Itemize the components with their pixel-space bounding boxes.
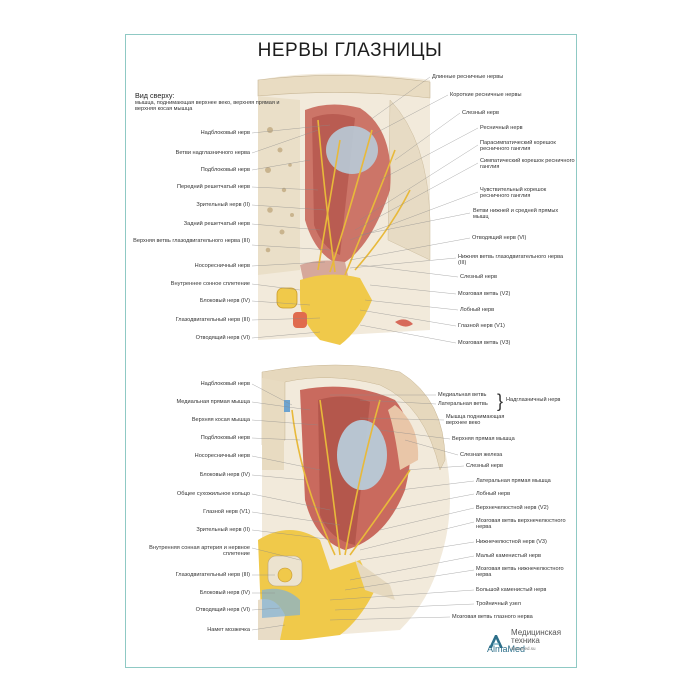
top-label-nasociliary-nerve: Носоресничный нерв xyxy=(194,263,250,269)
top-label-optic-nerve: Зрительный нерв (II) xyxy=(196,202,250,208)
bottom-label-internal-carotid-artery: Внутренняя сонная артерия и нервное спле… xyxy=(149,545,250,558)
top-label-oculomotor-inferior-branch: Нижняя ветвь глазодвигательного нерва (I… xyxy=(458,254,564,267)
bottom-label-oculomotor-nerve: Глазодвигательный нерв (III) xyxy=(175,572,250,578)
bottom-label-maxillary-meningeal-branch: Мозговая ветвь верхнечелюстного нерва xyxy=(476,518,566,531)
top-label-short-ciliary-nerves: Короткие ресничные нервы xyxy=(450,92,522,98)
top-label-ophthalmic-nerve: Глазной нерв (V1) xyxy=(458,323,505,329)
top-label-ciliary-nerve: Ресничный нерв xyxy=(480,125,523,131)
bottom-label-lacrimal-gland: Слезная железа xyxy=(460,452,503,458)
bottom-label-maxillary-nerve: Верхнечелюстной нерв (V2) xyxy=(476,505,549,511)
top-label-oculomotor-superior-branch: Верхняя ветвь глазодвигательного нерва (… xyxy=(133,238,250,244)
top-view-subheading: мышца, поднимающая верхнее веко, верхняя… xyxy=(135,100,280,113)
top-label-anterior-ethmoidal-nerve: Передний решетчатый нерв xyxy=(176,184,250,190)
top-label-parasympathetic-root: Парасимпатический корешок ресничного ган… xyxy=(480,140,556,153)
bottom-label-trochlear-nerve: Блоковый нерв (IV) xyxy=(199,472,250,478)
top-label-abducens-nerve-right: Отводящий нерв (VI) xyxy=(472,235,527,241)
bottom-label-abducens-nerve: Отводящий нерв (VI) xyxy=(195,607,250,613)
top-label-abducens-nerve: Отводящий нерв (VI) xyxy=(195,335,250,341)
top-label-supraorbital-branches: Ветви надглазничного нерва xyxy=(175,150,250,156)
bottom-label-ophthalmic-meningeal-branch: Мозговая ветвь глазного нерва xyxy=(452,614,533,620)
top-label-long-ciliary-nerves: Длинные ресничные нервы xyxy=(432,74,504,80)
bottom-label-levator-palpebrae: Мышца поднимающая верхнее веко xyxy=(446,414,505,427)
top-label-inferior-medial-rectus-branches: Ветви нижней и средней прямых мышц xyxy=(473,208,559,221)
bottom-label-trigeminal-ganglion: Тройничный узел xyxy=(476,601,521,607)
bottom-label-superior-rectus: Верхняя прямая мышца xyxy=(452,436,515,442)
bottom-label-medial-rectus: Медиальная прямая мышца xyxy=(176,399,251,405)
top-label-posterior-ethmoidal-nerve: Задний решетчатый нерв xyxy=(183,221,250,227)
top-orbit-illustration xyxy=(251,73,479,345)
top-view-heading: Вид сверху: xyxy=(135,91,175,100)
bottom-label-lateral-rectus: Латеральная прямая мышца xyxy=(476,478,551,484)
bottom-label-supraorbital-nerve: Надглазничный нерв xyxy=(506,397,561,403)
top-label-infratrochlear-nerve: Подблоковый нерв xyxy=(200,167,250,173)
bottom-label-supratrochlear-nerve: Надблоковый нерв xyxy=(200,381,250,387)
bottom-label-medial-branch: Медиальная ветвь xyxy=(438,392,487,398)
almamed-logo-icon xyxy=(489,635,503,648)
top-label-meningeal-branch-v3: Мозговая ветвь (V3) xyxy=(458,340,511,346)
bottom-label-lacrimal-nerve: Слезный нерв xyxy=(466,463,503,469)
logo-line-2: техника xyxy=(511,636,540,645)
bottom-label-optic-nerve: Зрительный нерв (II) xyxy=(196,527,250,533)
bottom-label-greater-petrosal-nerve: Большой каменистый нерв xyxy=(476,587,547,593)
bottom-label-common-tendinous-ring: Общее сухожильное кольцо xyxy=(176,491,250,497)
top-label-lacrimal-nerve-1: Слезный нерв xyxy=(462,110,499,116)
top-label-supratrochlear-nerve: Надблоковый нерв xyxy=(200,130,250,136)
logo-url: almamed.su xyxy=(511,646,536,651)
supraorbital-brace: } xyxy=(497,391,504,411)
bottom-label-trochlear-nerve-2: Блоковый нерв (IV) xyxy=(199,590,250,596)
top-label-meningeal-branch-v2: Мозговая ветвь (V2) xyxy=(458,291,511,297)
page-title: НЕРВЫ ГЛАЗНИЦЫ xyxy=(257,40,443,61)
top-label-frontal-nerve: Лобный нерв xyxy=(460,307,495,313)
top-label-sensory-root: Чувствительный корешок ресничного гангли… xyxy=(480,187,547,200)
logo-brand-name: AlmaMed xyxy=(487,644,526,654)
top-label-sympathetic-root: Симпатический корешок ресничного ганглия xyxy=(480,158,575,171)
bottom-label-mandibular-nerve: Нижнечелюстной нерв (V3) xyxy=(476,539,547,545)
bottom-label-ophthalmic-nerve: Глазной нерв (V1) xyxy=(203,509,250,515)
bottom-label-mandibular-meningeal-branch: Мозговая ветвь нижнечелюстного нерва xyxy=(476,566,564,579)
top-label-internal-carotid-plexus: Внутреннее сонное сплетение xyxy=(170,281,250,287)
top-label-oculomotor-nerve: Глазодвигательный нерв (III) xyxy=(175,317,250,323)
bottom-label-lateral-branch: Латеральная ветвь xyxy=(438,401,488,407)
logo-line-1: Медицинская xyxy=(511,628,562,637)
bottom-orbit-illustration xyxy=(251,364,475,640)
top-label-trochlear-nerve: Блоковый нерв (IV) xyxy=(199,298,250,304)
bottom-label-infratrochlear-nerve: Подблоковый нерв xyxy=(200,435,250,441)
bottom-label-lesser-petrosal-nerve: Малый каменистый нерв xyxy=(476,553,541,559)
bottom-label-tentorium-cerebelli: Намет мозжечка xyxy=(207,627,250,633)
bottom-label-nasociliary-nerve: Носоресничный нерв xyxy=(194,453,250,459)
bottom-label-frontal-nerve: Лобный нерв xyxy=(476,491,511,497)
top-label-lacrimal-nerve-2: Слезный нерв xyxy=(460,274,497,280)
bottom-label-superior-oblique: Верхняя косая мышца xyxy=(191,417,250,423)
